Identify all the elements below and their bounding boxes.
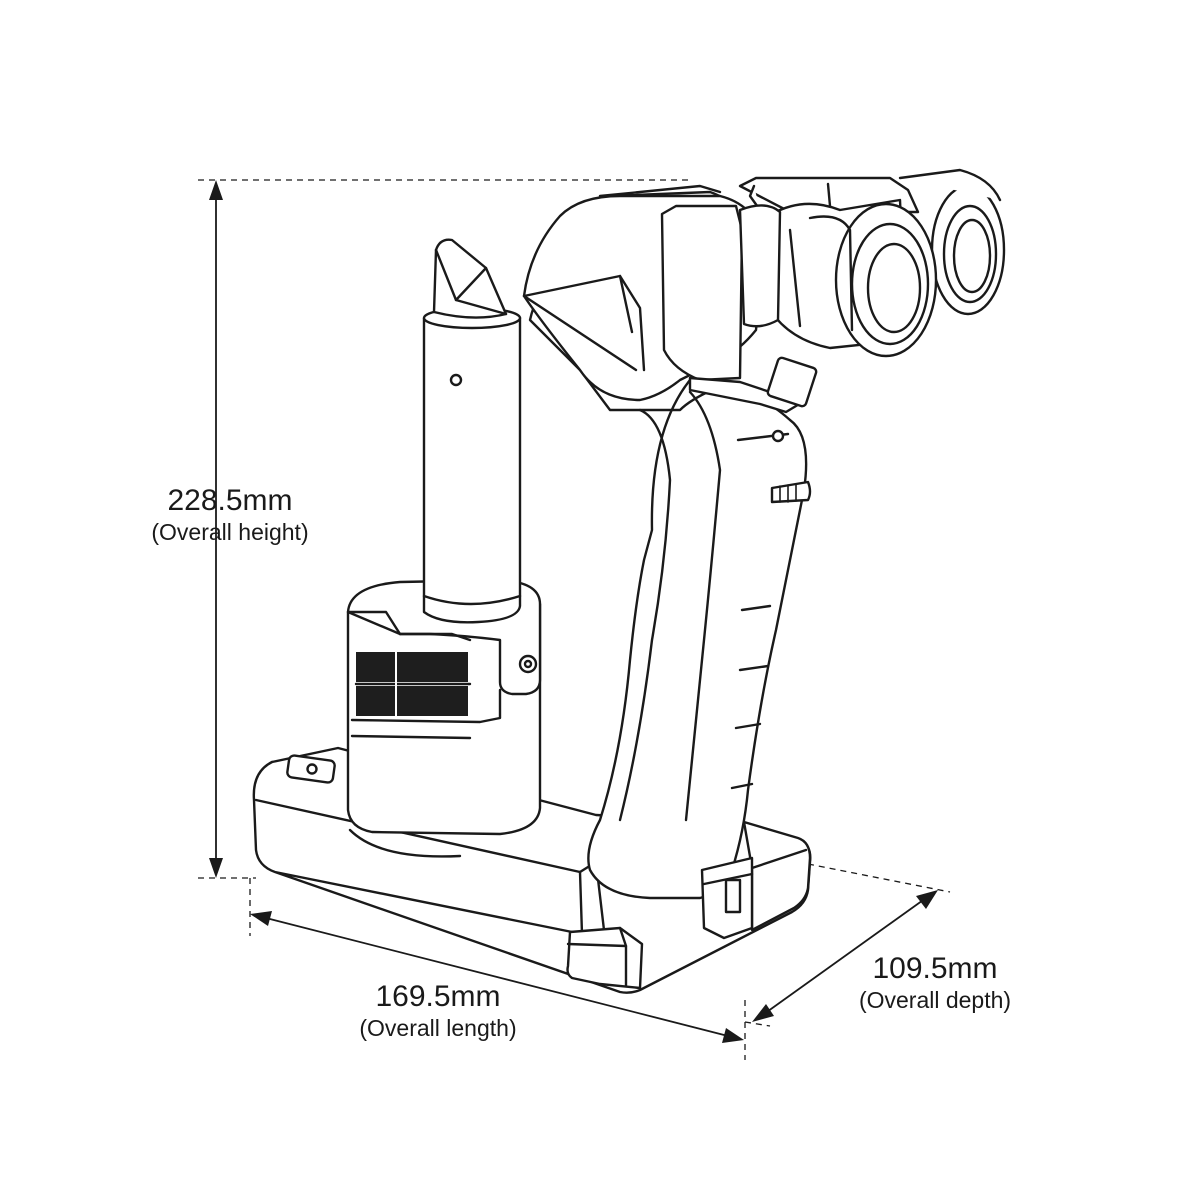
thumb-wheel: [770, 480, 812, 504]
length-value: 169.5mm: [375, 980, 501, 1013]
height-dimension-label: 228.5mm (Overall height): [120, 484, 340, 546]
depth-dimension: [744, 863, 951, 1027]
depth-dimension-arrow: [763, 897, 927, 1015]
depth-value: 109.5mm: [872, 952, 998, 985]
length-description: (Overall length): [359, 1015, 517, 1041]
height-description: (Overall height): [151, 519, 309, 545]
knurled-rings: [354, 651, 472, 717]
slit-prism: [432, 238, 508, 319]
length-dimension-arrow: [265, 917, 729, 1037]
slit-column: [422, 316, 522, 624]
slit-lamp-illustration: [252, 168, 1006, 994]
length-dimension: [249, 878, 746, 1060]
height-value: 228.5mm: [167, 484, 293, 517]
length-dimension-label: 169.5mm (Overall length): [328, 980, 548, 1042]
eyepiece-rear: [898, 168, 1006, 316]
base-switch: [286, 754, 336, 784]
height-dimension: [198, 179, 690, 879]
eyepiece-front: [768, 198, 938, 358]
front-foot: [566, 926, 644, 990]
depth-description: (Overall depth): [858, 987, 1012, 1013]
depth-dimension-label: 109.5mm (Overall depth): [830, 952, 1040, 1014]
